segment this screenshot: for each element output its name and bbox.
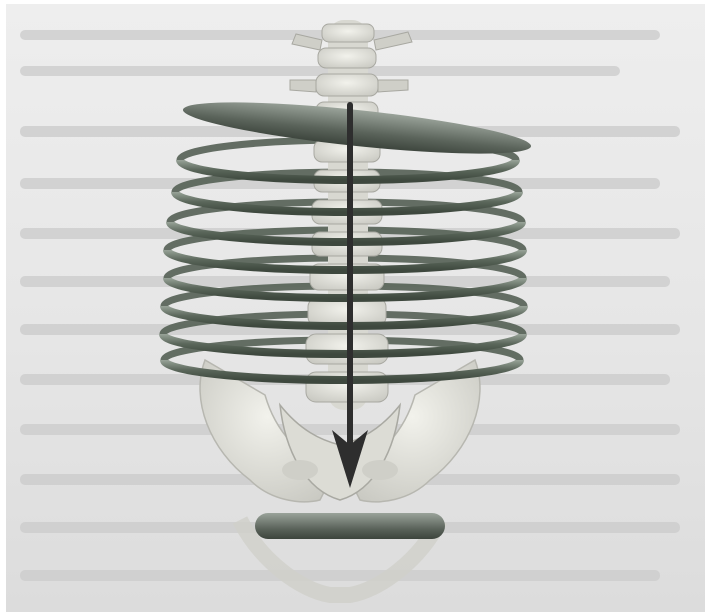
pelvic-floor-bar-icon <box>255 513 445 539</box>
